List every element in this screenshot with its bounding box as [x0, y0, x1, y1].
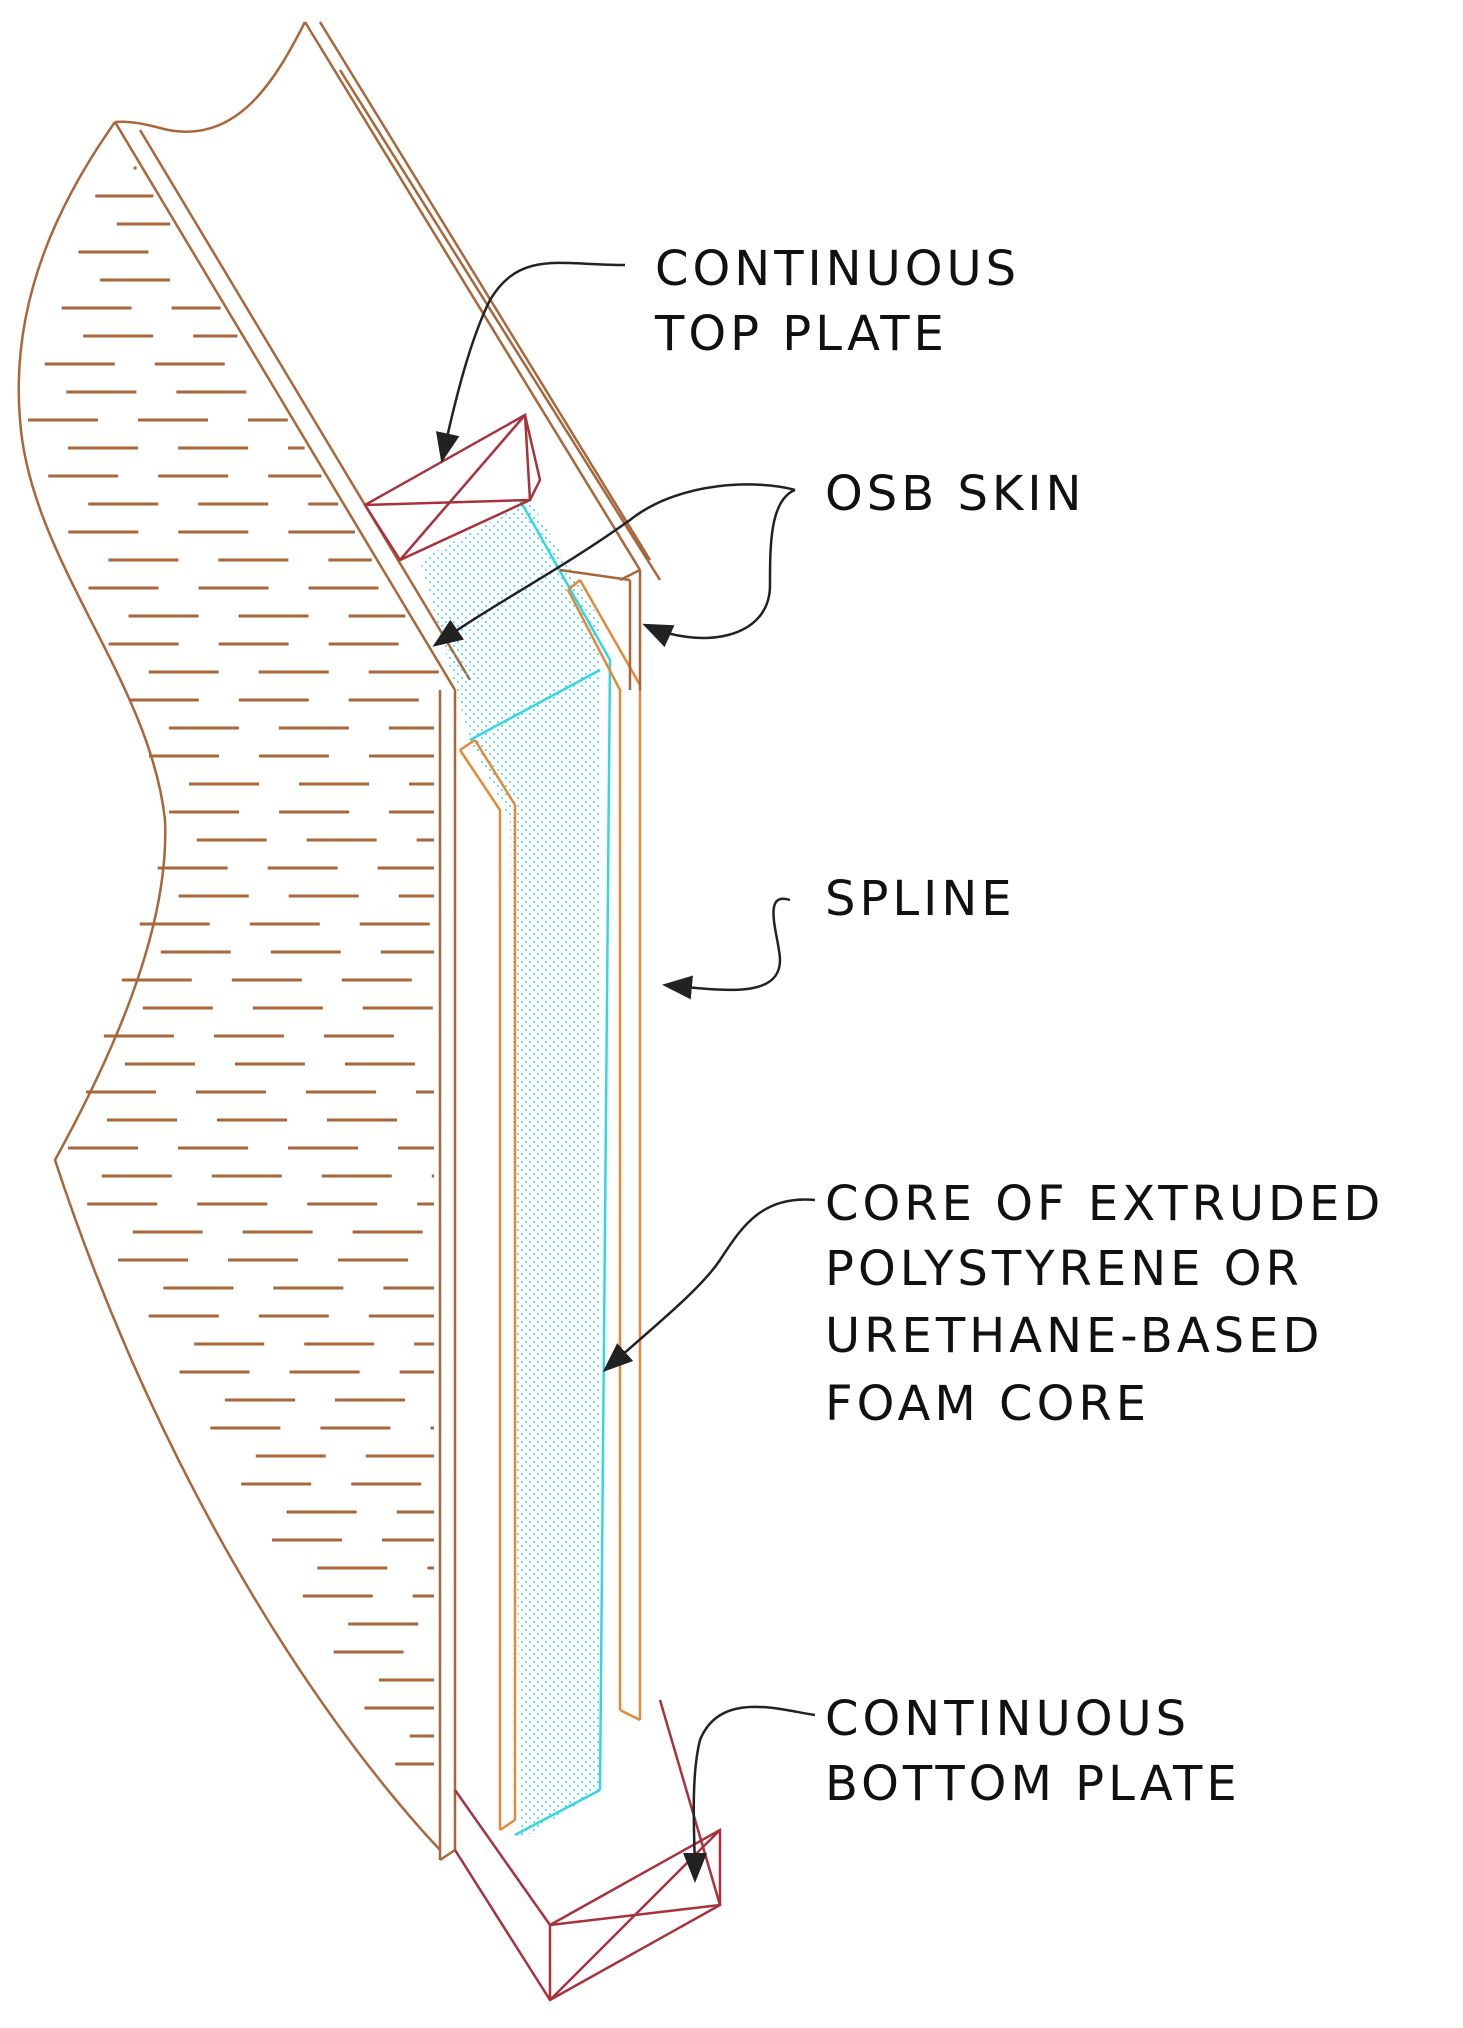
label-continuous-bottom-plate: CONTINUOUS BOTTOM PLATE	[825, 1691, 1241, 1812]
leader-core	[602, 1198, 816, 1372]
label-spline: SPLINE	[825, 871, 1016, 927]
spline-left	[458, 738, 517, 1832]
leader-top-plate	[435, 261, 626, 463]
osb-hatching	[28, 166, 439, 1766]
label-continuous-top-plate: CONTINUOUS TOP PLATE	[654, 241, 1039, 362]
osb-skin-back-edge	[559, 568, 642, 690]
leader-spline	[662, 897, 791, 1000]
osb-skin-front	[17, 121, 472, 1862]
label-osb-skin: OSB SKIN	[825, 466, 1085, 522]
label-core: CORE OF EXTRUDED POLYSTYRENE OR URETHANE…	[825, 1176, 1404, 1432]
leader-bottom-plate	[682, 1705, 816, 1883]
leader-osb-skin-left	[432, 483, 796, 647]
leader-osb-skin-right	[642, 488, 796, 648]
leader-lines	[432, 261, 816, 1883]
top-plate	[363, 412, 542, 562]
foam-core	[420, 499, 612, 1840]
osb-skin-back	[114, 21, 662, 581]
